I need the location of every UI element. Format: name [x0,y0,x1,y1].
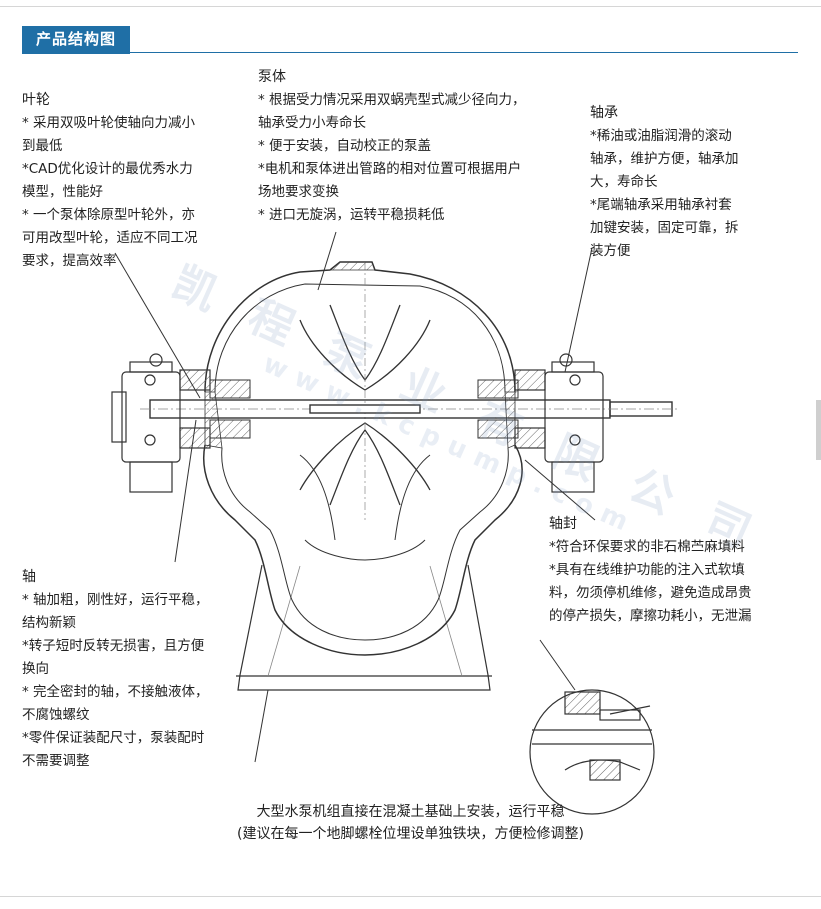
leader-lines [114,231,596,763]
pump-body-line: 场地要求变换 [258,184,339,200]
shaft-heading: 轴 [22,569,36,585]
seal-heading: 轴封 [549,516,577,532]
scrollbar-thumb[interactable] [816,400,821,460]
impeller-annotation: 叶轮 * 采用双吸叶轮使轴向力减小 到最低 *CAD优化设计的最优秀水力 模型，… [22,89,198,273]
pump-body-line: 轴承受力小寿命长 [258,115,366,131]
pump-body-line: * 根据受力情况采用双蜗壳型式减少径向力， [258,92,526,108]
section-title: 产品结构图 [22,26,131,54]
installation-note: (建议在每一个地脚螺栓位埋设单独铁块，方便检修调整) [237,826,584,842]
shaft-line: * 完全密封的轴，不接触液体， [22,684,209,700]
impeller-line: * 采用双吸叶轮使轴向力减小 [22,115,196,131]
pump-body-line: *电机和泵体进出管路的相对位置可根据用户 [258,161,522,177]
seal-line: 料，勿须停机维修，避免造成昂贵 [549,585,752,601]
impeller-line: 模型，性能好 [22,184,103,200]
impeller-line: 要求，提高效率 [22,253,117,269]
impeller-line: 到最低 [22,138,63,154]
shaft-line: 不腐蚀螺纹 [22,707,90,723]
bearing-line: *尾端轴承采用轴承衬套 [590,197,732,213]
seal-line: *具有在线维护功能的注入式软填 [549,562,745,578]
shaft [140,399,680,419]
shaft-line: 不需要调整 [22,753,90,769]
bearing-line: 装方便 [590,243,631,259]
seal-annotation: 轴封 *符合环保要求的非石棉苎麻填料 *具有在线维护功能的注入式软填 料，勿须停… [549,513,752,628]
impeller-line: 可用改型叶轮，适应不同工况 [22,230,198,246]
shaft-line: 换向 [22,661,49,677]
right-bearing-housing [514,353,604,493]
bearing-heading: 轴承 [590,105,618,121]
shaft-line: *转子短时反转无损害，且方便 [22,638,205,654]
pump-base-pedestal [236,564,492,691]
installation-caption: 大型水泵机组直接在混凝土基础上安装，运行平稳 [256,804,565,820]
pump-body-heading: 泵体 [258,69,286,85]
bearing-line: 加键安装，固定可靠，拆 [590,220,739,236]
bottom-divider [0,896,821,897]
top-divider [0,6,821,7]
shaft-line: * 轴加粗，刚性好，运行平稳， [22,592,209,608]
seal-detail-magnifier [529,689,655,815]
casing-hatched-wall [204,261,516,449]
bearing-line: *稀油或油脂润滑的滚动 [590,128,732,144]
bearing-line: 轴承，维护方便，轴承加 [590,151,739,167]
shaft-annotation: 轴 * 轴加粗，刚性好，运行平稳， 结构新颖 *转子短时反转无损害，且方便 换向… [22,566,209,773]
pump-body-line: * 便于安装，自动校正的泵盖 [258,138,432,154]
impeller-line: * 一个泵体除原型叶轮外，亦 [22,207,196,223]
shaft-line: 结构新颖 [22,615,76,631]
seal-line: 的停产损失，摩擦功耗小，无泄漏 [549,608,752,624]
seal-line: *符合环保要求的非石棉苎麻填料 [549,539,745,555]
section-title-rule [22,52,798,53]
pump-body-annotation: 泵体 * 根据受力情况采用双蜗壳型式减少径向力， 轴承受力小寿命长 * 便于安装… [258,66,526,227]
impeller-heading: 叶轮 [22,92,50,108]
impeller-line: *CAD优化设计的最优秀水力 [22,161,193,177]
shaft-line: *零件保证装配尺寸，泵装配时 [22,730,205,746]
bearing-line: 大，寿命长 [590,174,658,190]
pump-body-line: * 进口无旋涡，运转平稳损耗低 [258,207,445,223]
bearing-annotation: 轴承 *稀油或油脂润滑的滚动 轴承，维护方便，轴承加 大，寿命长 *尾端轴承采用… [590,102,739,263]
impeller [299,262,431,520]
